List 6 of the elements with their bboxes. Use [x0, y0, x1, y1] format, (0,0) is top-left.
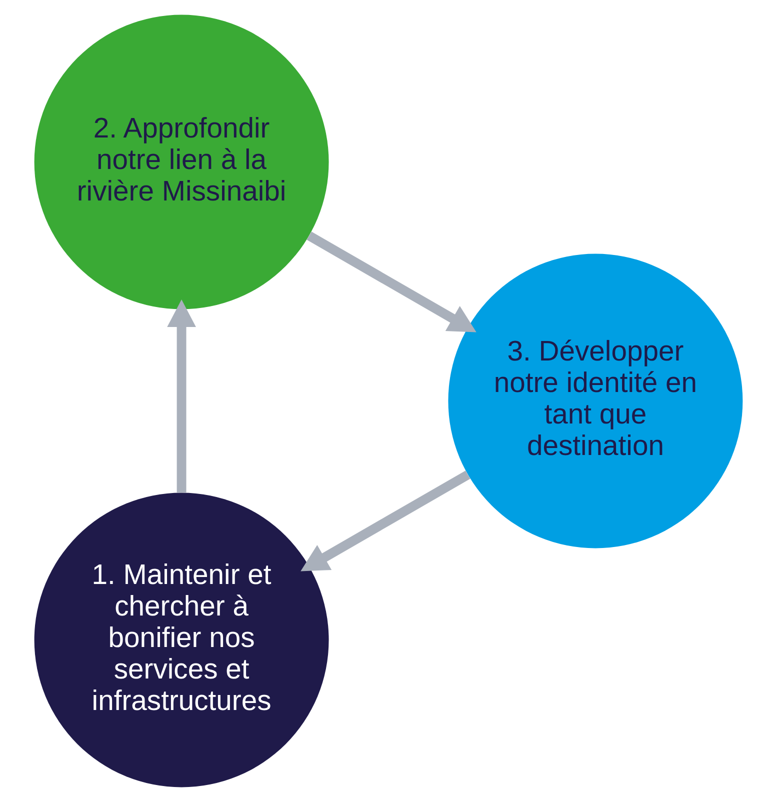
node-circle: 2. Approfondir notre lien à la rivière Missinaibi [34, 14, 328, 310]
node-circle: 3. Développer notre identité en tant que destination [448, 254, 742, 548]
arrow [306, 232, 476, 332]
node-circle: 1. Maintenir et chercher à bonifier nos services et infrastructures [34, 492, 328, 788]
arrow [166, 300, 196, 493]
arrow [300, 470, 470, 572]
